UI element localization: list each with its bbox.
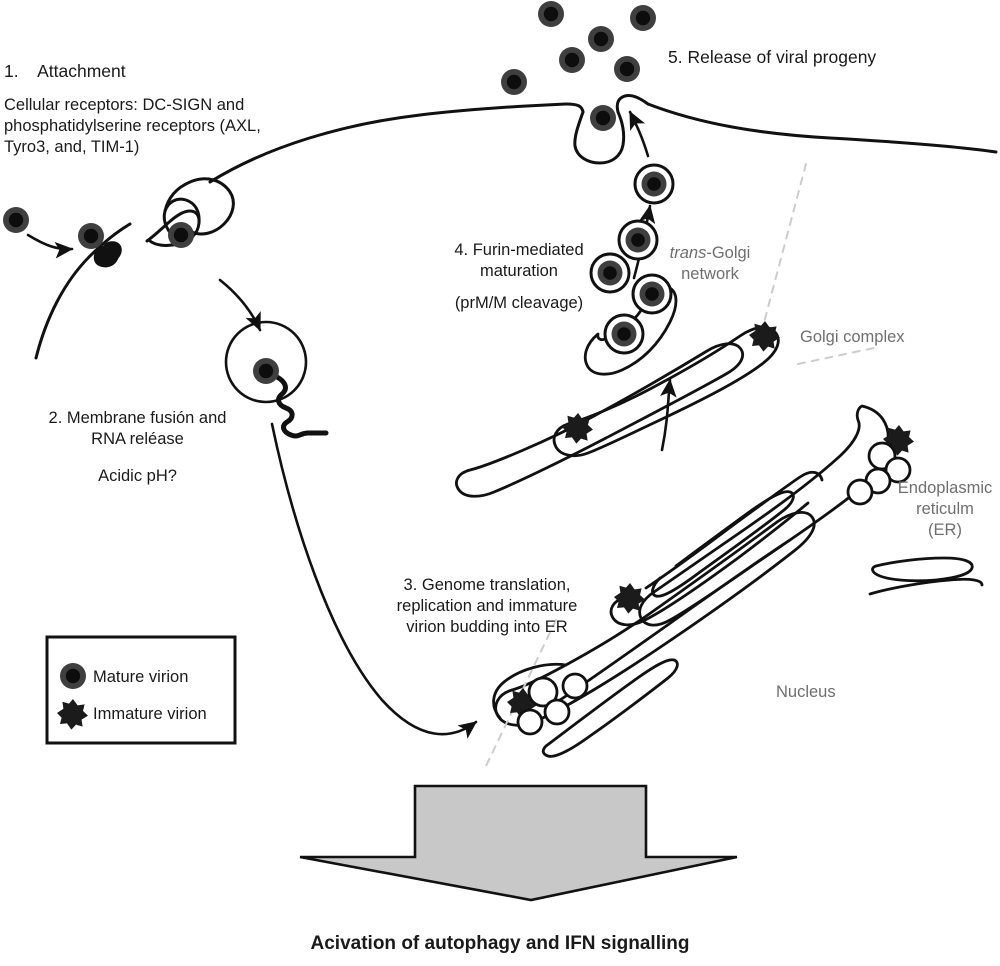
rna-strand xyxy=(274,374,329,439)
step4-title: 4. Furin-mediated maturation xyxy=(454,241,584,281)
step3-title: 3. Genome translation, replication and i… xyxy=(396,576,578,637)
step2-title: 2. Membrane fusión and RNA reléase xyxy=(48,409,227,449)
golgi-complex-label: Golgi complex xyxy=(800,328,905,346)
legend-mature-icon xyxy=(60,663,86,689)
legend-immature-label: Immature virion xyxy=(93,705,207,723)
arrow-to-er xyxy=(270,422,478,739)
trans-golgi-italic-part: trans xyxy=(669,244,707,262)
trans-golgi-network-label: trans-Golgi network xyxy=(660,243,760,285)
trans-golgi-rest-part: -Golgi network xyxy=(681,244,751,284)
legend-mature-label: Mature virion xyxy=(93,668,189,686)
step4-detail: (prM/M cleavage) xyxy=(454,294,584,312)
legend-box xyxy=(45,635,237,745)
endosome xyxy=(224,320,308,404)
step1-receptors: Cellular receptors: DC-SIGN and phosphat… xyxy=(4,96,261,157)
nucleus-label: Nucleus xyxy=(776,683,836,701)
endoplasmic-reticulum-label: Endoplasmic reticulm (ER) xyxy=(897,479,993,540)
leader-line xyxy=(485,163,875,767)
step2-detail: Acidic pH? xyxy=(98,467,177,485)
arrow-exocytosis xyxy=(628,110,650,158)
cellular-receptor xyxy=(93,241,122,268)
mature-virion xyxy=(3,1,656,384)
arrow-endocytosis xyxy=(218,278,262,332)
bottom-caption: Acivation of autophagy and IFN signallin… xyxy=(310,933,690,954)
immature-virion xyxy=(507,321,914,719)
plasma-membrane xyxy=(34,94,998,360)
step5-title: 5. Release of viral progeny xyxy=(668,47,877,67)
arrow-attachment xyxy=(26,233,74,259)
flow-arrows xyxy=(26,110,677,739)
arrow-er-to-golgi xyxy=(660,378,677,452)
budding-vesicle xyxy=(516,441,912,736)
outcome-arrow xyxy=(299,784,738,902)
er-budding-bulb xyxy=(492,662,568,720)
step1-title: 1. Attachment xyxy=(4,61,126,81)
